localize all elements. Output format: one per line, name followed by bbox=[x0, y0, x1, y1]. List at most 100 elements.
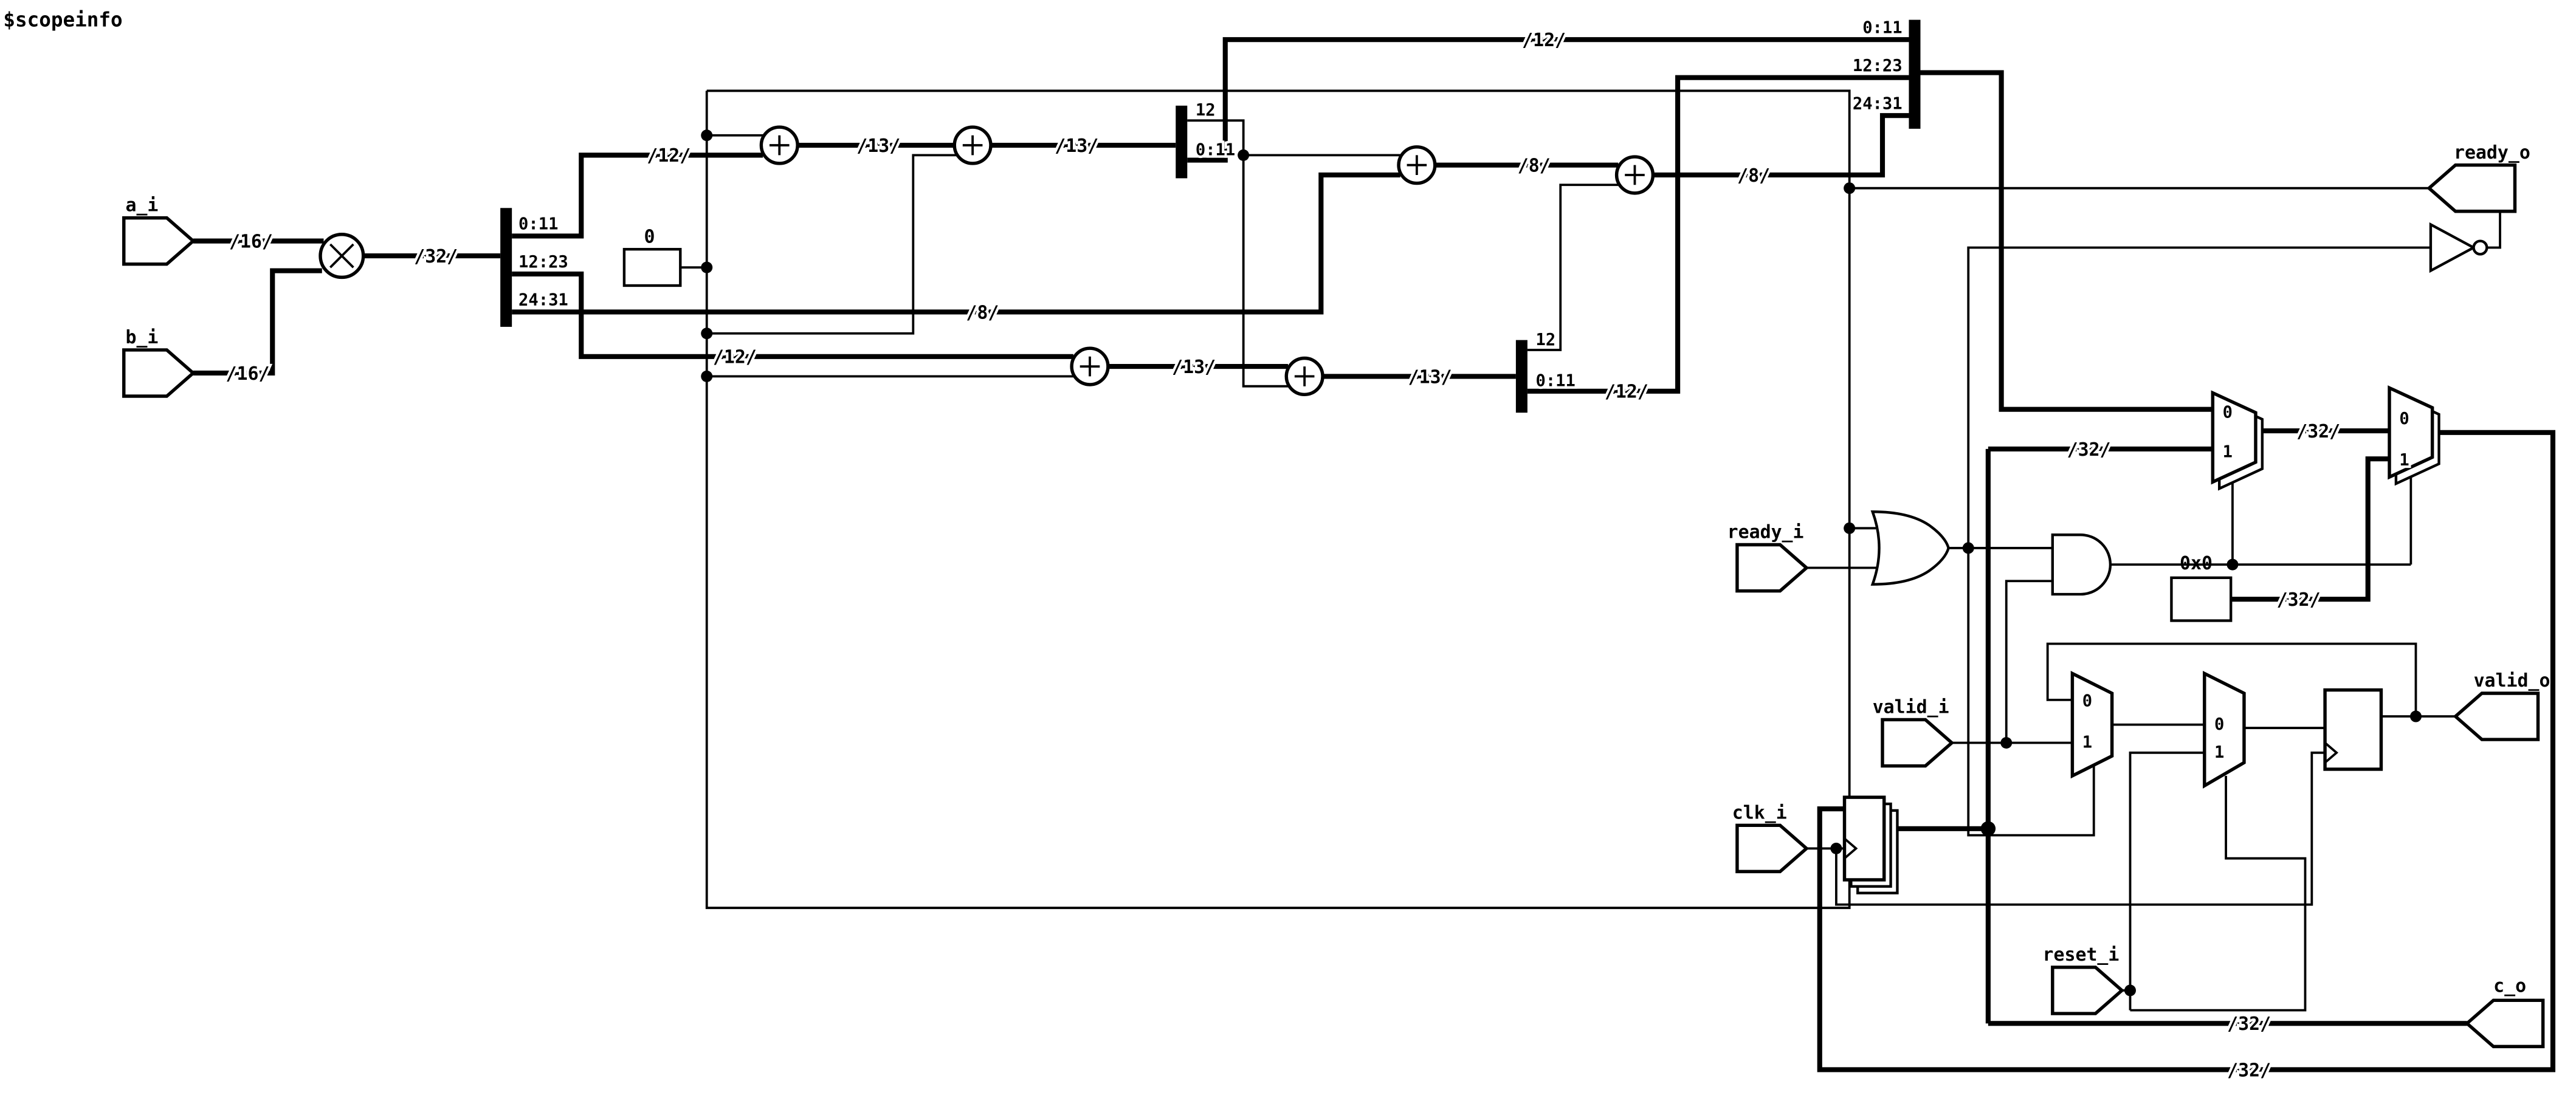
bus-splitter-1: 0:11 12:23 24:31 bbox=[500, 208, 571, 327]
port-valid-i: valid_i bbox=[1873, 697, 1955, 768]
wire-split2-low-up bbox=[1187, 37, 1909, 163]
and-gate bbox=[2051, 533, 2112, 596]
port-label-reset-i: reset_i bbox=[2043, 944, 2120, 966]
port-label-clk-i: clk_i bbox=[1732, 802, 1787, 823]
port-label-valid-i: valid_i bbox=[1873, 697, 1949, 718]
junction-dot bbox=[1962, 542, 1974, 554]
port-label-ready-i: ready_i bbox=[1727, 522, 1804, 543]
wire-split1-24-31 bbox=[512, 172, 1400, 315]
wire-join-out-trunk bbox=[1920, 70, 2213, 412]
junction-dot bbox=[2124, 984, 2137, 996]
splitter-bar bbox=[1176, 105, 1188, 179]
wire-or-to-muxv1-sel bbox=[1967, 547, 2095, 837]
junction-dot bbox=[2226, 558, 2239, 571]
and-gate-icon bbox=[2051, 533, 2112, 596]
constant-zero-hex: 0x0 bbox=[2170, 553, 2233, 622]
junction-dot bbox=[1844, 522, 1856, 534]
width-label: /16/ bbox=[226, 363, 270, 385]
input-port-icon bbox=[1735, 823, 1810, 874]
width-label: /32/ bbox=[2296, 421, 2340, 442]
constant-zero-label: 0 bbox=[644, 226, 655, 247]
mux-valid-2: 0 1 bbox=[2203, 671, 2246, 789]
flipflop-body bbox=[2323, 688, 2383, 771]
adder-2 bbox=[952, 125, 993, 165]
splitter3-pin-0-11: 0:11 bbox=[1535, 372, 1575, 391]
adder-5 bbox=[1070, 346, 1110, 386]
register-body bbox=[1842, 795, 1886, 882]
bus-joiner: 0:11 12:23 24:31 bbox=[1850, 16, 1921, 129]
wire-reset-to-muxv2-sel bbox=[2130, 775, 2307, 1012]
register-bank bbox=[1842, 795, 1899, 894]
joiner-pin-0-11: 0:11 bbox=[1862, 18, 1902, 37]
wire-valid-feedback bbox=[2046, 642, 2417, 717]
constant-0x0-label: 0x0 bbox=[2180, 553, 2213, 574]
mux1-in0-label: 0 bbox=[2223, 403, 2233, 422]
wire-clk-to-ff2 bbox=[1835, 751, 2326, 906]
mux-body bbox=[2388, 385, 2434, 480]
width-label: /32/ bbox=[2067, 439, 2111, 461]
junction-dot bbox=[1830, 842, 1842, 854]
wire-feedback-left bbox=[705, 89, 1851, 910]
width-label: /8/ bbox=[966, 302, 999, 323]
width-label: /8/ bbox=[1518, 156, 1551, 177]
junction-dot bbox=[2409, 710, 2422, 722]
port-label-valid-o: valid_o bbox=[2474, 670, 2550, 691]
input-port-icon bbox=[1735, 543, 1810, 593]
mux2-in1-label: 1 bbox=[2399, 451, 2409, 470]
width-label: /32/ bbox=[2277, 589, 2321, 611]
junction-dot bbox=[701, 261, 713, 273]
width-label: /8/ bbox=[1737, 165, 1770, 187]
output-port-icon bbox=[2453, 691, 2540, 741]
splitter2-pin-12: 12 bbox=[1196, 101, 1216, 120]
valid-flipflop bbox=[2323, 688, 2383, 771]
width-label: /32/ bbox=[2227, 1060, 2271, 1081]
adder-3 bbox=[1397, 145, 1437, 185]
wire-mux2-out-loop bbox=[1817, 430, 2556, 1072]
muxv1-in0-label: 0 bbox=[2082, 692, 2092, 711]
port-a-i: a_i bbox=[122, 195, 196, 266]
wire-split4-carry bbox=[1527, 184, 1619, 351]
port-label-a-i: a_i bbox=[125, 195, 158, 216]
port-reset-i: reset_i bbox=[2043, 944, 2125, 1015]
input-port-icon bbox=[1881, 718, 1955, 768]
input-port-icon bbox=[122, 348, 196, 398]
port-label-ready-o: ready_o bbox=[2454, 142, 2530, 163]
not-gate-icon bbox=[2429, 222, 2477, 273]
port-valid-o: valid_o bbox=[2453, 670, 2550, 741]
mux-body bbox=[2203, 671, 2246, 789]
bus-splitter-2: 12 0:11 bbox=[1176, 98, 1238, 179]
width-label: /13/ bbox=[1408, 366, 1452, 388]
adder-4 bbox=[1614, 155, 1655, 195]
wire-split2-carry bbox=[1187, 119, 1288, 388]
adder-1 bbox=[759, 125, 799, 165]
or-gate-icon bbox=[1870, 510, 1950, 586]
splitter1-pin-0-11: 0:11 bbox=[518, 215, 558, 234]
muxv1-in1-label: 1 bbox=[2082, 733, 2092, 752]
width-label: /12/ bbox=[1522, 30, 1566, 51]
splitter2-pin-0-11: 0:11 bbox=[1196, 140, 1235, 159]
junction-dot bbox=[701, 129, 713, 142]
output-port-icon bbox=[2464, 998, 2545, 1049]
mux2-in0-label: 0 bbox=[2399, 410, 2409, 428]
mux1-in1-label: 1 bbox=[2223, 443, 2233, 462]
width-label: /12/ bbox=[647, 145, 690, 166]
wire-valid-to-and bbox=[2005, 580, 2053, 743]
junction-dot bbox=[1980, 821, 1996, 836]
width-label: /12/ bbox=[713, 347, 757, 368]
splitter-bar bbox=[500, 208, 512, 327]
junction-dot bbox=[2000, 736, 2013, 749]
adder-6 bbox=[1284, 356, 1324, 396]
wire-const0x0-out bbox=[2231, 456, 2390, 602]
mux-data-1: 0 1 bbox=[2211, 390, 2264, 491]
clock-wedge-icon bbox=[2324, 742, 2339, 764]
wire-const0-to-add2 bbox=[706, 154, 958, 335]
wire-split1-0-11 bbox=[512, 153, 763, 239]
wire-reset-riser bbox=[2129, 751, 2205, 1010]
multiplier-gate bbox=[319, 233, 365, 280]
input-port-icon bbox=[122, 216, 196, 266]
width-label: /32/ bbox=[414, 246, 458, 267]
wire-add4-out bbox=[1653, 113, 1909, 178]
port-label-b-i: b_i bbox=[125, 327, 158, 348]
constant-zero: 0 bbox=[622, 226, 682, 287]
